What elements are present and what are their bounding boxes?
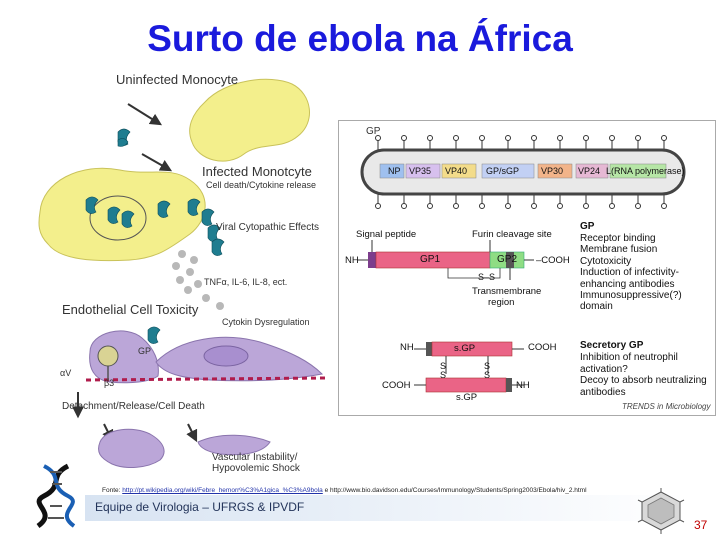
gene-label-vp35: VP35 bbox=[409, 166, 431, 176]
secretory-function-item: antibodies bbox=[580, 387, 707, 399]
footer-text: Equipe de Virologia – UFRGS & IPVDF bbox=[95, 500, 304, 514]
pathogenesis-illustration bbox=[30, 62, 340, 482]
gp-function-item: Membrane fusion bbox=[580, 244, 682, 255]
label-cooh: –COOH bbox=[536, 255, 570, 266]
signal-peptide bbox=[368, 252, 376, 268]
gp-function-item: Receptor binding bbox=[580, 233, 682, 244]
journal-credit: TRENDS in Microbiology bbox=[622, 402, 710, 411]
gene-label-gp: GP/sGP bbox=[486, 166, 519, 176]
label-region: region bbox=[488, 297, 514, 308]
gp-function-item: enhancing antibodies bbox=[580, 279, 682, 290]
gene-label-vp40: VP40 bbox=[445, 166, 467, 176]
label-dysregulation: Cytokin Dysregulation bbox=[222, 317, 310, 327]
gp-structure-diagram bbox=[338, 240, 568, 410]
gp-function-item: Cytotoxicity bbox=[580, 256, 682, 267]
gp-function-list: Receptor binding Membrane fusion Cytotox… bbox=[580, 233, 682, 313]
source-rest: Courses/Immunology/Students/Spring2003/E… bbox=[413, 487, 587, 494]
label-uninfected-monocyte: Uninfected Monocyte bbox=[116, 72, 238, 87]
sgp2-domain bbox=[426, 378, 506, 392]
label-sgp-nh: NH bbox=[400, 342, 414, 353]
secretory-function-list: Inhibition of neutrophil activation? Dec… bbox=[580, 352, 707, 398]
source-link-1[interactable]: http://pt.wikipedia.org/wiki/Febre_hemor… bbox=[122, 487, 323, 494]
label-furin: Furin cleavage site bbox=[472, 229, 552, 240]
label-alpha-v: αV bbox=[60, 368, 71, 378]
arrow-1 bbox=[128, 104, 160, 124]
detached-cell bbox=[99, 429, 165, 467]
label-beta3: β3 bbox=[104, 378, 114, 388]
label-transmembrane: Transmembrane bbox=[472, 286, 541, 297]
label-ss: S–S bbox=[478, 272, 495, 282]
label-virion-gp: GP bbox=[366, 126, 380, 137]
label-endothelial: Endothelial Cell Toxicity bbox=[62, 302, 198, 317]
label-gp2: GP2 bbox=[497, 254, 517, 265]
uninfected-monocyte bbox=[190, 79, 310, 161]
dna-logo-icon bbox=[28, 462, 84, 532]
label-gp1: GP1 bbox=[420, 254, 440, 265]
gp-function-item: Induction of infectivity- bbox=[580, 267, 682, 278]
label-cytokines: TNFα, IL-6, IL-8, ect. bbox=[204, 277, 287, 287]
label-s-4: S bbox=[484, 370, 490, 380]
source-middle: e http://www.bio.davidson.edu/ bbox=[323, 487, 413, 494]
label-vascular: Vascular Instability/ bbox=[212, 452, 297, 463]
gene-label-vp24: VP24 bbox=[578, 166, 600, 176]
label-sgp2: s.GP bbox=[456, 392, 477, 403]
gene-label-np: NP bbox=[388, 166, 401, 176]
gene-label-l: L(RNA polymerase) bbox=[606, 166, 685, 176]
arrow-2 bbox=[142, 154, 170, 170]
secretory-gp-title: Secretory GP bbox=[580, 340, 643, 351]
page-number: 37 bbox=[694, 518, 707, 532]
label-detachment: Detachment/Release/Cell Death bbox=[62, 401, 205, 412]
label-shock: Hypovolemic Shock bbox=[212, 463, 300, 474]
arrow-5 bbox=[188, 424, 196, 440]
label-infected-monocyte: Infected Monotcyte bbox=[202, 164, 312, 179]
label-cytopathic: Viral Cytopathic Effects bbox=[216, 222, 319, 233]
sgp2-signal bbox=[506, 378, 512, 392]
source-citation: Fonte: http://pt.wikipedia.org/wiki/Febr… bbox=[102, 487, 587, 494]
secretory-function-item: activation? bbox=[580, 364, 707, 376]
label-cell-death: Cell death/Cytokine release bbox=[206, 180, 316, 190]
secretory-function-item: Decoy to absorb neutralizing bbox=[580, 375, 707, 387]
secretory-function-item: Inhibition of neutrophil bbox=[580, 352, 707, 364]
label-sgp2-nh: NH bbox=[516, 380, 530, 391]
virus-logo-icon bbox=[636, 488, 686, 534]
label-sgp-cooh: COOH bbox=[528, 342, 557, 353]
gp-receptor bbox=[98, 346, 118, 366]
label-signal-peptide: Signal peptide bbox=[356, 229, 416, 240]
gp-function-item: domain bbox=[580, 301, 682, 312]
endothelial-nucleus bbox=[204, 346, 248, 366]
sgp-signal bbox=[426, 342, 432, 356]
label-sgp2-cooh: COOH bbox=[382, 380, 411, 391]
label-sgp: s.GP bbox=[454, 343, 475, 354]
gp-function-title: GP bbox=[580, 221, 594, 232]
label-s-3: S bbox=[440, 370, 446, 380]
gp-function-item: Immunosuppressive(?) bbox=[580, 290, 682, 301]
label-gp-receptor: GP bbox=[138, 346, 151, 356]
gene-label-vp30: VP30 bbox=[541, 166, 563, 176]
label-nh2: NH bbox=[345, 255, 359, 266]
source-prefix: Fonte: bbox=[102, 487, 122, 494]
slide-title: Surto de ebola na África bbox=[0, 18, 720, 60]
